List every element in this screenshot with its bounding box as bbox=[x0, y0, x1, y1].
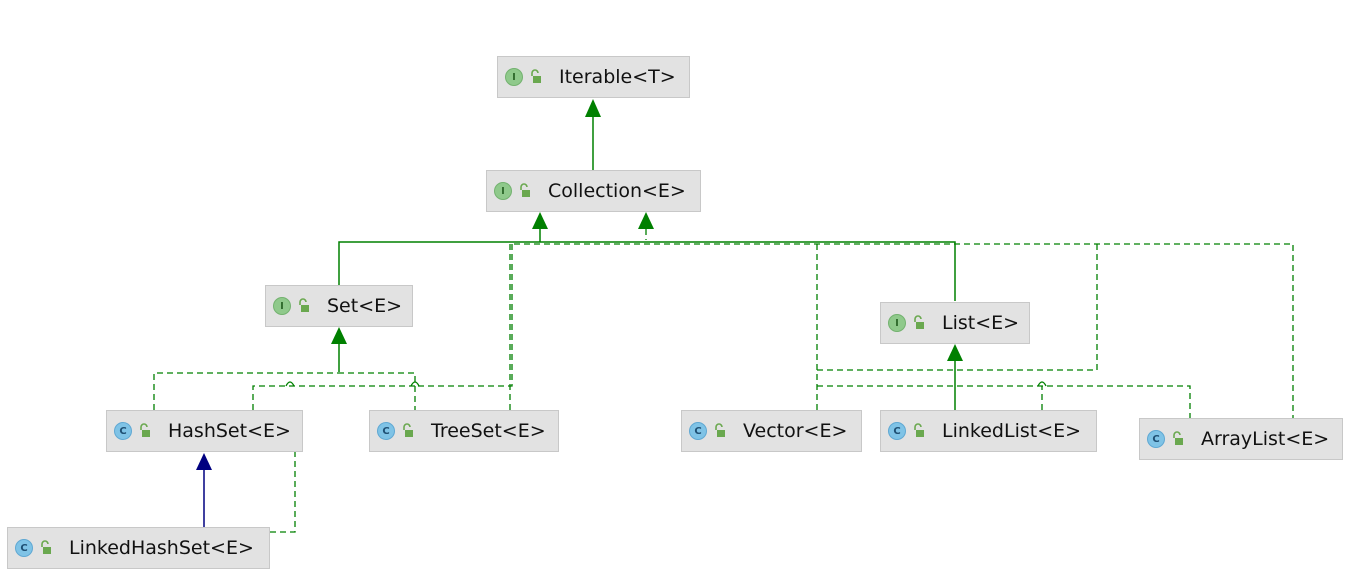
node-label: Vector<E> bbox=[743, 420, 848, 442]
public-lock-icon bbox=[914, 315, 924, 329]
edge-list-solid bbox=[947, 344, 963, 410]
node-vector[interactable]: C Vector<E> bbox=[681, 410, 862, 452]
node-hashset[interactable]: C HashSet<E> bbox=[106, 410, 303, 452]
line-jump-arcs bbox=[285, 381, 1047, 387]
node-linkedlist[interactable]: C LinkedList<E> bbox=[880, 410, 1097, 452]
interface-icon: I bbox=[494, 182, 512, 200]
edge-set-list-collection bbox=[338, 212, 956, 301]
class-icon: C bbox=[1147, 430, 1165, 448]
node-iterable[interactable]: I Iterable<T> bbox=[497, 56, 690, 98]
node-label: ArrayList<E> bbox=[1201, 428, 1330, 450]
node-list[interactable]: I List<E> bbox=[880, 302, 1030, 344]
node-label: Collection<E> bbox=[548, 180, 686, 202]
interface-icon: I bbox=[273, 297, 291, 315]
node-label: LinkedList<E> bbox=[942, 420, 1082, 442]
node-label: Set<E> bbox=[327, 295, 403, 317]
public-lock-icon bbox=[520, 183, 530, 197]
public-lock-icon bbox=[1173, 431, 1183, 445]
node-label: HashSet<E> bbox=[168, 420, 291, 442]
interface-icon: I bbox=[505, 68, 523, 86]
public-lock-icon bbox=[715, 423, 725, 437]
edge-collection-iterable bbox=[585, 99, 601, 170]
public-lock-icon bbox=[140, 423, 150, 437]
class-icon: C bbox=[114, 422, 132, 440]
edge-linkedhashset-hashset bbox=[196, 453, 212, 527]
interface-icon: I bbox=[888, 314, 906, 332]
edge-set-solid bbox=[331, 327, 347, 372]
node-collection[interactable]: I Collection<E> bbox=[486, 170, 701, 212]
class-icon: C bbox=[377, 422, 395, 440]
node-label: Iterable<T> bbox=[559, 66, 676, 88]
node-set[interactable]: I Set<E> bbox=[265, 285, 413, 327]
public-lock-icon bbox=[299, 298, 309, 312]
node-label: LinkedHashSet<E> bbox=[69, 537, 254, 559]
class-icon: C bbox=[888, 422, 906, 440]
public-lock-icon bbox=[531, 69, 541, 83]
node-treeset[interactable]: C TreeSet<E> bbox=[369, 410, 559, 452]
edge-set-children bbox=[153, 372, 416, 533]
class-icon: C bbox=[15, 539, 33, 557]
public-lock-icon bbox=[403, 423, 413, 437]
arrowhead-collection-dashed bbox=[638, 212, 654, 229]
node-linkedhashset[interactable]: C LinkedHashSet<E> bbox=[7, 527, 270, 569]
edge-list-children bbox=[817, 385, 1191, 418]
node-arraylist[interactable]: C ArrayList<E> bbox=[1139, 418, 1343, 460]
public-lock-icon bbox=[914, 423, 924, 437]
edge-impl-collection bbox=[415, 229, 1294, 418]
node-label: List<E> bbox=[942, 312, 1020, 334]
node-label: TreeSet<E> bbox=[431, 420, 546, 442]
class-icon: C bbox=[689, 422, 707, 440]
public-lock-icon bbox=[41, 540, 51, 554]
